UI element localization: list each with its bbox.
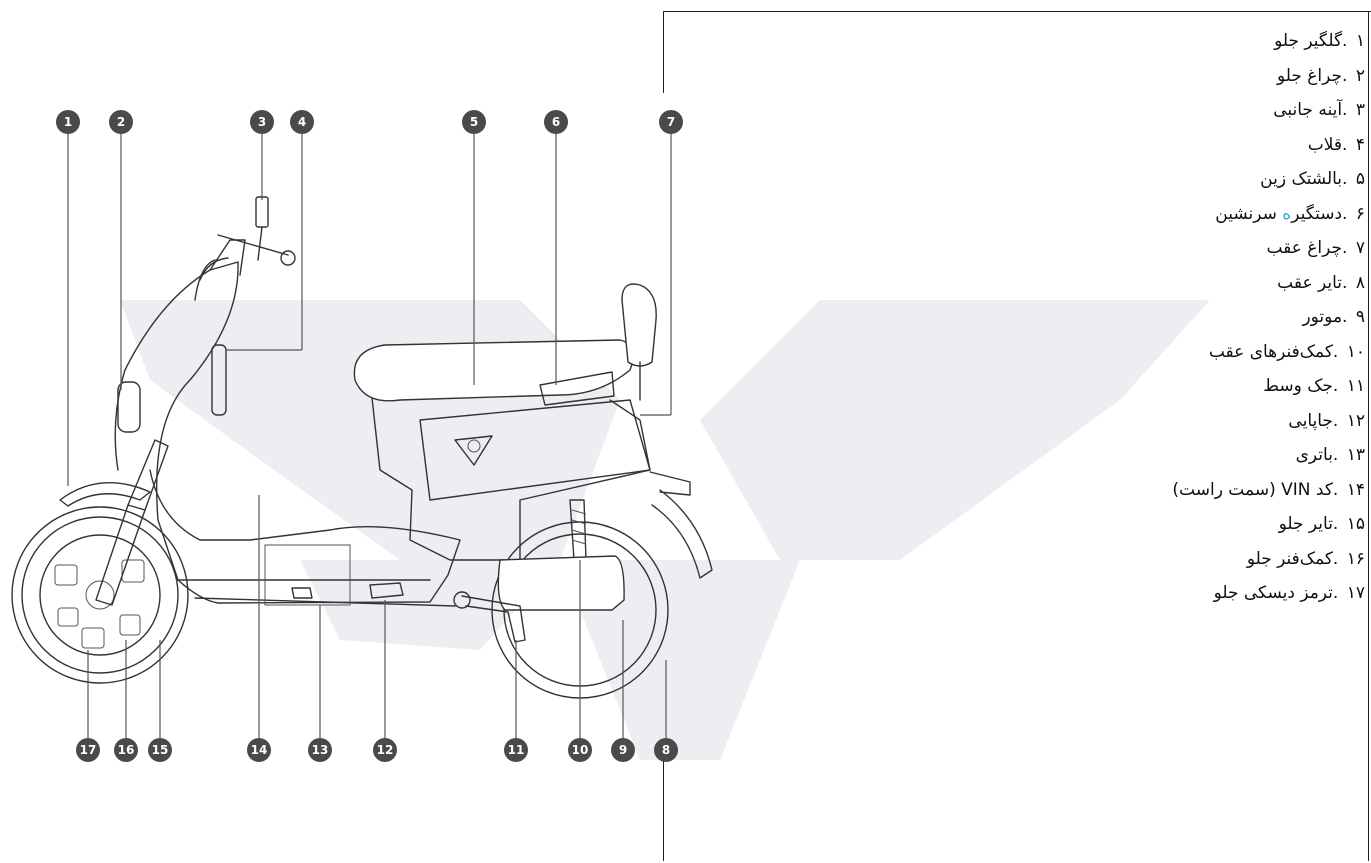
svg-text:5: 5 xyxy=(470,115,478,129)
callout-14: 14 xyxy=(247,738,271,762)
svg-text:4: 4 xyxy=(298,115,306,129)
scooter-diagram: 1 2 3 4 5 6 7 8 9 10 11 12 13 14 15 16 1… xyxy=(11,110,713,762)
legend-item-5: ۵ .بالشتک زین xyxy=(1260,169,1365,189)
legend-item-9: ۹ .موتور xyxy=(1302,307,1365,327)
leader-lines xyxy=(67,134,672,738)
callout-3: 3 xyxy=(250,110,274,134)
legend-item-6: ۶ .دستگیره سرنشین xyxy=(1215,203,1365,224)
legend-item-12: ۱۲ .جاپایی xyxy=(1288,410,1365,431)
legend-item-2: ۲ .چراغ جلو xyxy=(1276,65,1365,86)
svg-text:3: 3 xyxy=(258,115,266,129)
legend-item-16: ۱۶ .کمک‌فنر جلو xyxy=(1246,548,1365,569)
svg-text:8: 8 xyxy=(662,743,670,757)
legend-frame-left-lower xyxy=(663,761,664,861)
callout-12: 12 xyxy=(373,738,397,762)
legend-frame-right xyxy=(1368,11,1369,861)
callout-8: 8 xyxy=(654,738,678,762)
svg-text:13: 13 xyxy=(312,743,329,757)
svg-text:10: 10 xyxy=(572,743,589,757)
svg-text:9: 9 xyxy=(619,743,627,757)
legend-item-13: ۱۳ .باتری xyxy=(1295,445,1365,465)
callout-6: 6 xyxy=(544,110,568,134)
legend-frame-top xyxy=(663,11,1371,12)
callout-4: 4 xyxy=(290,110,314,134)
callout-10: 10 xyxy=(568,738,592,762)
legend-item-4: ۴ .قلاب xyxy=(1307,134,1365,155)
legend-item-17: ۱۷ .ترمز دیسکی جلو xyxy=(1213,583,1365,603)
callout-1: 1 xyxy=(56,110,80,134)
parts-legend: ۱ .گلگیر جلو ۲ .چراغ جلو ۳ .آینه جانبی ۴… xyxy=(1172,24,1365,611)
legend-item-3: ۳ .آینه جانبی xyxy=(1273,100,1365,120)
svg-text:6: 6 xyxy=(552,115,560,129)
legend-item-7: ۷ .چراغ عقب xyxy=(1266,238,1365,258)
svg-text:15: 15 xyxy=(152,743,169,757)
svg-text:7: 7 xyxy=(667,115,675,129)
callout-9: 9 xyxy=(611,738,635,762)
legend-item-10: ۱۰ .کمک‌فنرهای عقب xyxy=(1208,341,1365,362)
legend-item-8: ۸ .تایر عقب xyxy=(1277,272,1365,293)
svg-text:16: 16 xyxy=(118,743,135,757)
scooter-illustration xyxy=(11,196,713,699)
legend-item-1: ۱ .گلگیر جلو xyxy=(1274,31,1365,51)
callout-5: 5 xyxy=(462,110,486,134)
callout-17: 17 xyxy=(76,738,100,762)
callout-16: 16 xyxy=(114,738,138,762)
legend-item-15: ۱۵ .تایر جلو xyxy=(1278,514,1365,534)
legend-frame-left-upper xyxy=(663,11,664,93)
callout-7: 7 xyxy=(659,110,683,134)
svg-text:14: 14 xyxy=(251,743,268,757)
callout-13: 13 xyxy=(308,738,332,762)
legend-item-11: ۱۱ .جک وسط xyxy=(1263,376,1365,396)
callout-2: 2 xyxy=(109,110,133,134)
svg-text:12: 12 xyxy=(377,743,394,757)
svg-text:1: 1 xyxy=(64,115,72,129)
svg-text:17: 17 xyxy=(80,743,97,757)
callout-15: 15 xyxy=(148,738,172,762)
legend-item-14: ۱۴ .کد VIN (سمت راست) xyxy=(1172,479,1365,500)
callout-11: 11 xyxy=(504,738,528,762)
svg-text:11: 11 xyxy=(508,743,525,757)
svg-text:2: 2 xyxy=(117,115,125,129)
